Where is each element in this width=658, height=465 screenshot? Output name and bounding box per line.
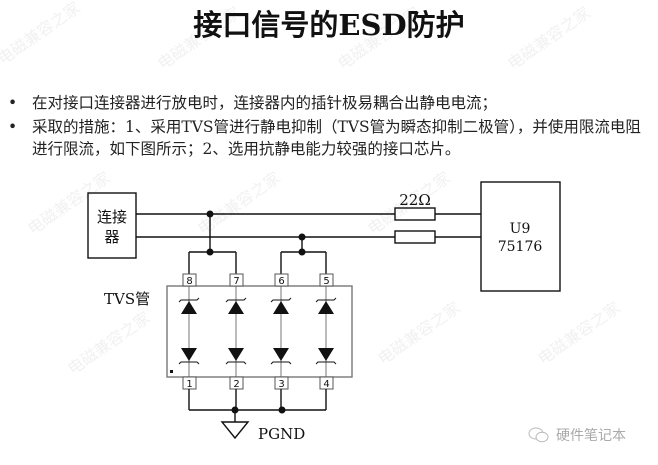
diode-icon (228, 348, 244, 361)
pin-label-2: 2 (233, 379, 239, 390)
diode-icon (273, 348, 289, 361)
resistor-label: 22Ω (399, 191, 431, 209)
pin-box (182, 273, 197, 287)
pin1-marker (170, 370, 173, 373)
junction-dot (278, 406, 286, 414)
diode-icon (228, 301, 244, 314)
junction-dot (231, 406, 239, 414)
ic-label-ref: U9 (510, 221, 531, 237)
pin-box (319, 273, 334, 287)
page-title: 接口信号的ESD防护 (193, 8, 465, 42)
ic-box (480, 181, 561, 292)
resistor-1 (394, 207, 436, 221)
tvs-diode-pair (270, 286, 292, 377)
pin-box (229, 273, 244, 287)
ic-label-part: 75176 (498, 239, 543, 255)
connector-box (87, 192, 137, 259)
bullet-list: • 在对接口连接器进行放电时，连接器内的插针极易耦合出静电电流； • 采取的措施… (8, 92, 648, 162)
pin-box (274, 273, 289, 287)
pin-label-5: 5 (323, 276, 329, 287)
bullet-item: • 采取的措施：1、采用TVS管进行静电抑制（TVS管为瞬态抑制二极管），并使用… (8, 116, 648, 160)
pin-label-4: 4 (323, 379, 329, 390)
diode-icon (273, 301, 289, 314)
diode-icon (318, 348, 334, 361)
ground-symbol-icon (220, 421, 250, 440)
connector-label: 连接 (97, 208, 127, 226)
tvs-diode-pair (225, 286, 247, 377)
diode-icon (318, 301, 334, 314)
tvs-diode-pair (315, 286, 337, 377)
bullet-marker: • (8, 94, 18, 112)
bullet-text: 采取的措施：1、采用TVS管进行静电抑制（TVS管为瞬态抑制二极管），并使用限流… (32, 118, 641, 158)
pin-label-1: 1 (186, 379, 192, 390)
junction-dot (298, 248, 306, 256)
footer-label: 硬件笔记本 (556, 428, 626, 444)
bullet-marker: • (8, 118, 18, 136)
diode-icon (181, 301, 197, 314)
diode-icon (181, 348, 197, 361)
footer-brand: 硬件笔记本 (528, 425, 626, 445)
junction-dot (206, 210, 214, 218)
resistor-2 (394, 230, 436, 244)
junction-dot (206, 248, 214, 256)
pin-label-7: 7 (233, 276, 239, 287)
tvs-label: TVS管 (104, 290, 150, 308)
wechat-icon (528, 427, 549, 443)
tvs-diode-pair (178, 286, 200, 377)
pin-label-8: 8 (186, 276, 192, 287)
ground-label: PGND (258, 425, 305, 443)
pin-label-6: 6 (278, 276, 284, 287)
junction-dot (298, 233, 306, 241)
connector-label: 器 (104, 228, 119, 246)
bullet-text: 在对接口连接器进行放电时，连接器内的插针极易耦合出静电电流； (32, 94, 498, 112)
pin-label-3: 3 (278, 379, 284, 390)
bullet-item: • 在对接口连接器进行放电时，连接器内的插针极易耦合出静电电流； (8, 92, 648, 114)
tvs-chip-body (166, 285, 353, 378)
